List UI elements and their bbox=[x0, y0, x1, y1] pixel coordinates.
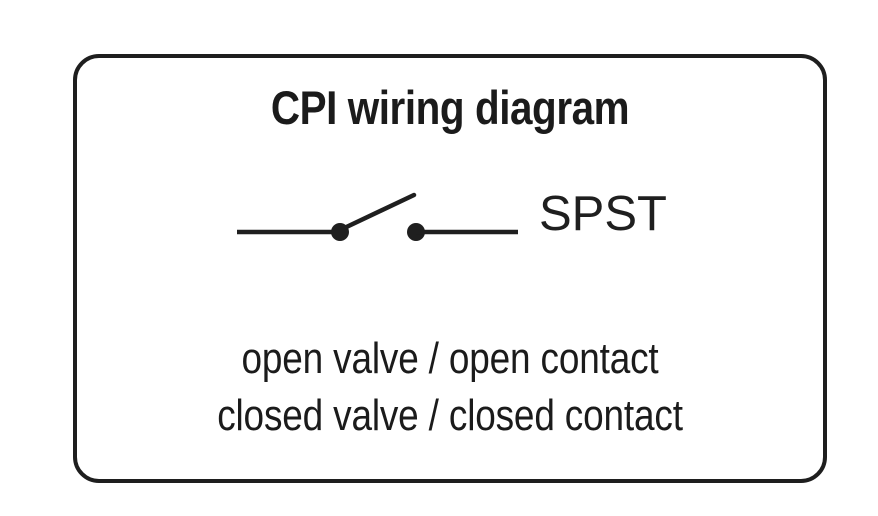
spst-switch-icon bbox=[237, 192, 518, 241]
switch-symbol-row: SPST bbox=[77, 184, 823, 254]
cpi-wiring-diagram-card: CPI wiring diagram SPST open valve / ope… bbox=[73, 54, 827, 483]
switch-type-label: SPST bbox=[539, 187, 667, 241]
switch-blade-line bbox=[335, 192, 417, 234]
left-terminal-dot bbox=[331, 223, 349, 241]
page-title: CPI wiring diagram bbox=[270, 81, 630, 134]
caption-block: open valve / open contact closed valve /… bbox=[77, 330, 823, 444]
caption-open-state: open valve / open contact bbox=[241, 334, 659, 383]
caption-closed-state: closed valve / closed contact bbox=[217, 391, 683, 440]
